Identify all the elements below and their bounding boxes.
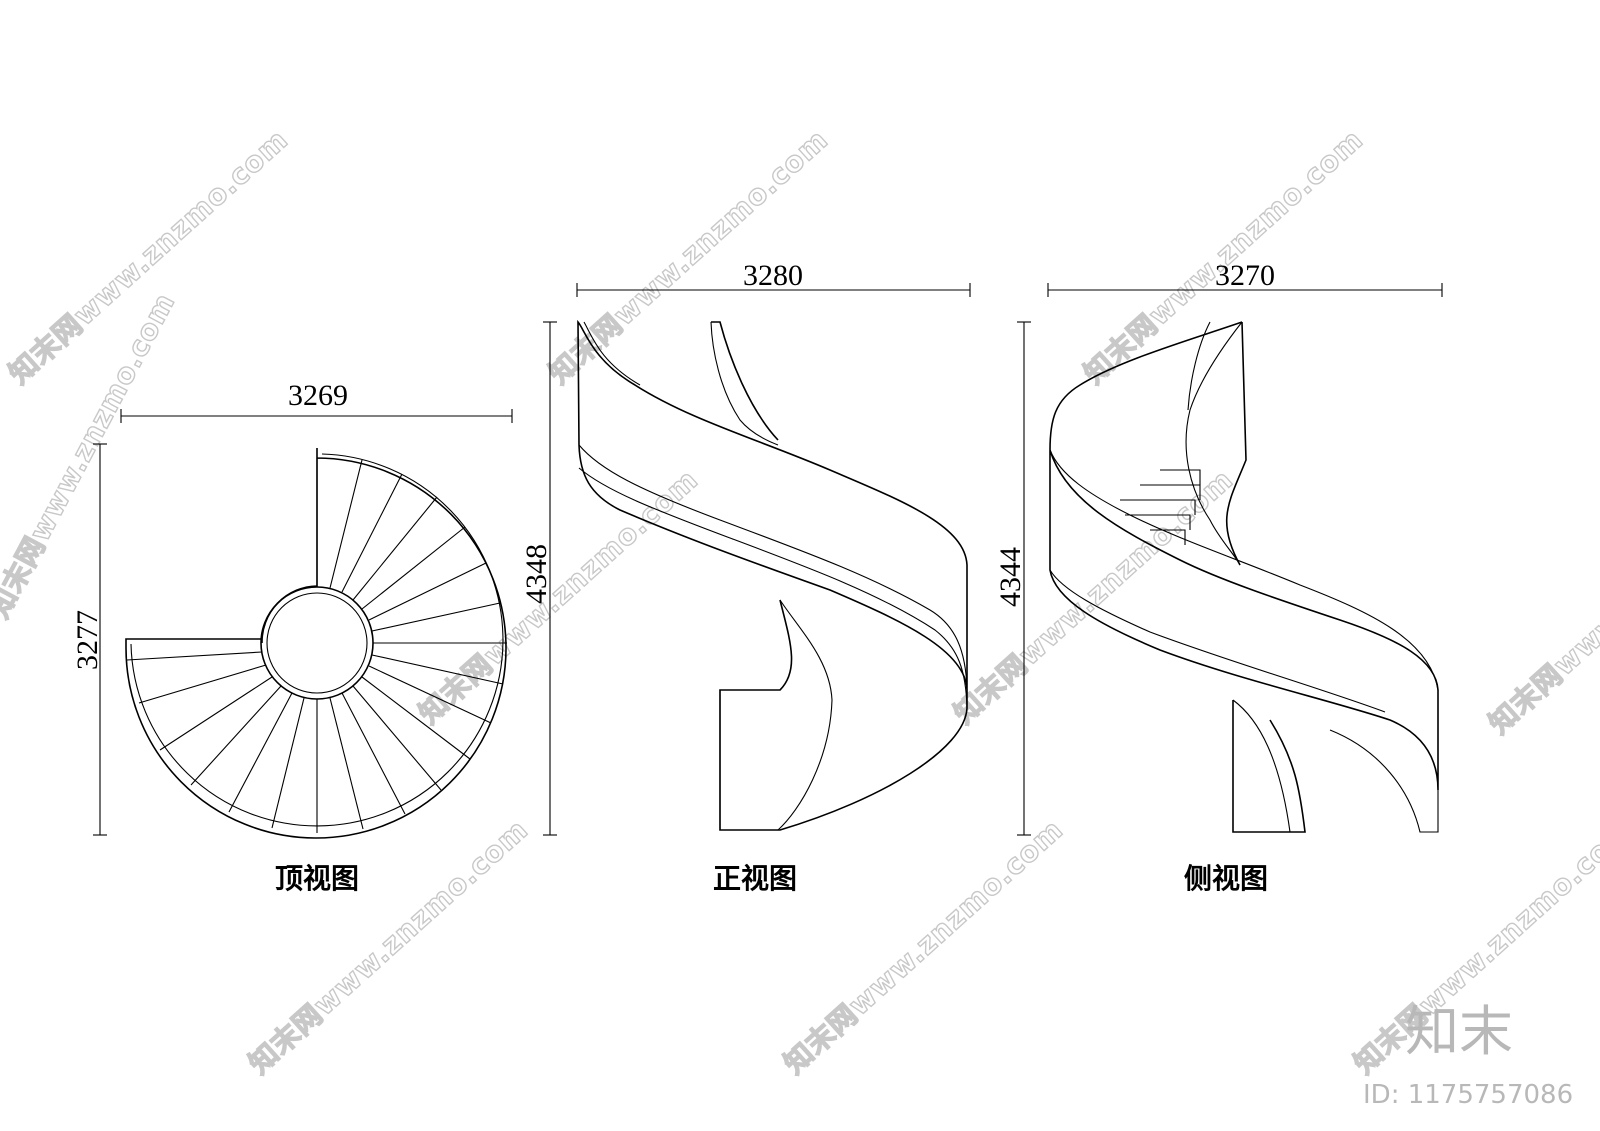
top-view-width-dimension: 3269 [120,379,513,423]
watermark-text: 知末网www.znzmo.com [243,813,535,1080]
front-view: 3280 4348 正视图 [520,259,971,895]
watermark-logo: 知末 [1405,1000,1513,1063]
top-view-width-label: 3269 [288,379,348,412]
watermark-text: 知末网www.znzmo.com [1078,123,1370,390]
front-view-height-label: 4348 [520,544,553,604]
top-view: 3269 3277 [71,379,513,895]
watermark-text: 知末网www.znzmo.com [413,463,705,730]
top-view-caption: 顶视图 [275,862,359,895]
side-view: 3270 4344 [994,259,1443,895]
side-view-height-label: 4344 [994,547,1027,607]
front-view-height-dimension: 4348 [520,321,557,836]
watermark-text: 知末网www.znzmo.com [543,123,835,390]
side-view-height-dimension: 4344 [994,321,1031,836]
front-view-stair-elevation [577,319,968,831]
top-view-height-label: 3277 [71,610,104,670]
watermark-text: 知末网www.znzmo.com [948,463,1240,730]
watermark-text: 知末网www.znzmo.com [778,813,1070,1080]
front-view-width-dimension: 3280 [576,259,971,297]
watermark-text: 知末网www.znzmo.com [1483,473,1600,740]
top-view-height-dimension: 3277 [71,443,107,836]
side-view-width-label: 3270 [1215,259,1275,292]
watermark-text: 知末网www.znzmo.com [0,287,182,623]
side-view-treads [1120,469,1201,545]
top-view-stair-plan [125,448,507,839]
side-view-caption: 侧视图 [1184,862,1268,895]
front-view-width-label: 3280 [743,259,803,292]
front-view-caption: 正视图 [713,862,797,895]
watermark-id: ID: 1175757086 [1363,1080,1573,1110]
side-view-stair-elevation [1049,321,1439,833]
side-view-width-dimension: 3270 [1047,259,1443,297]
